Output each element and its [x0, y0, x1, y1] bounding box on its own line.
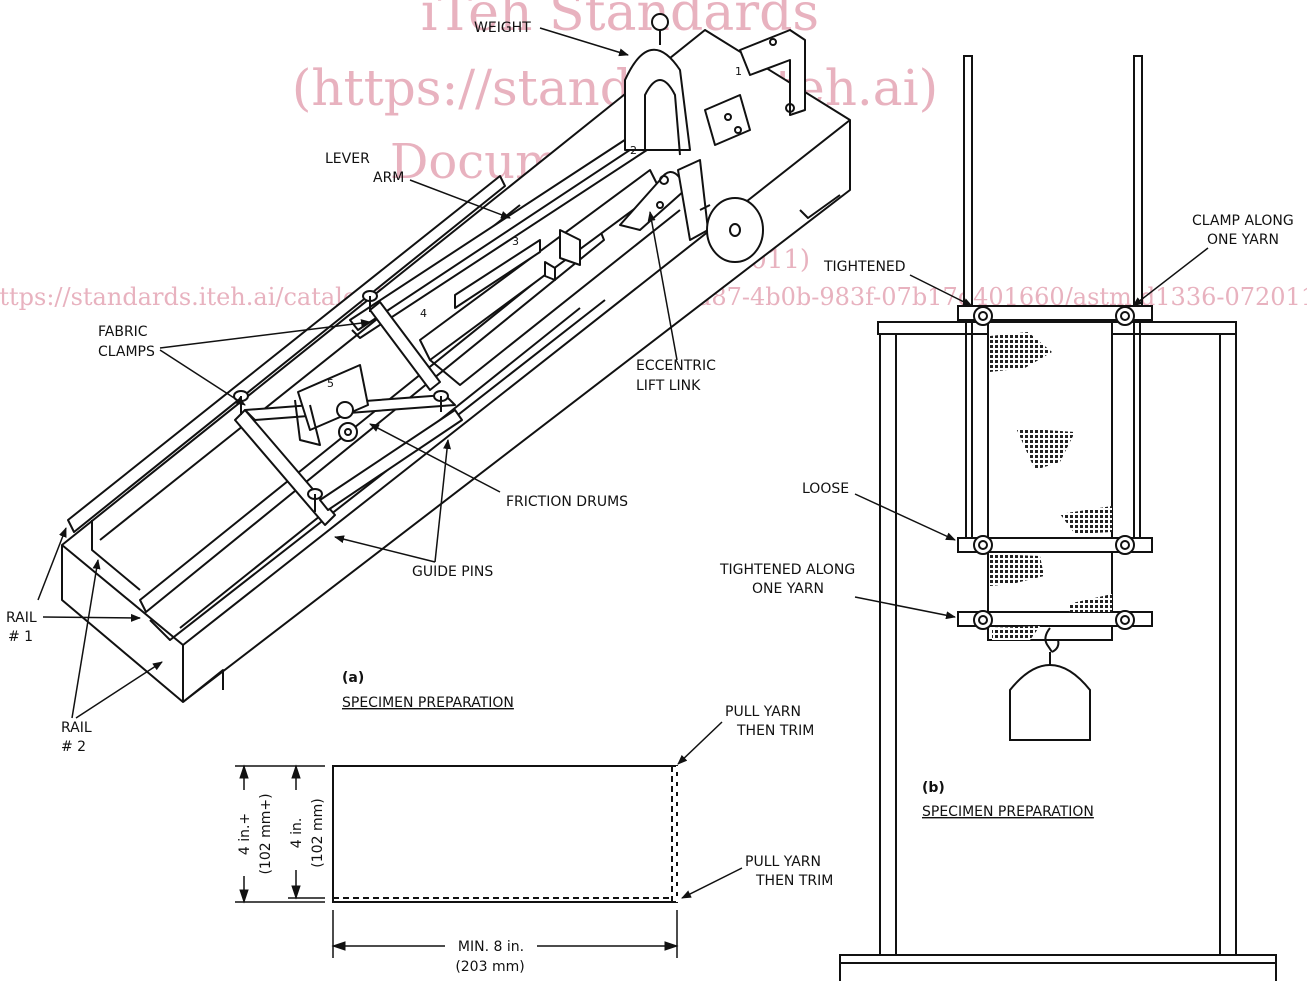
label-pull-top-2: THEN TRIM — [736, 723, 814, 739]
label-tightened: TIGHTENED — [823, 259, 906, 275]
dim-width-2: (203 mm) — [455, 959, 524, 975]
labels-a: WEIGHT LEVER ARM FABRIC CLAMPS ECCENTRIC… — [6, 20, 716, 755]
hanging-frame — [839, 55, 1277, 981]
label-rail-2: RAIL — [61, 720, 92, 736]
leader-lines-a — [37, 27, 678, 719]
label-eccentric-2: LIFT LINK — [636, 378, 701, 394]
label-tightened-along-1: TIGHTENED ALONG — [719, 562, 855, 578]
label-lever: LEVER — [325, 151, 370, 167]
label-rail-1: RAIL — [6, 610, 37, 626]
label-pull-bottom-1: PULL YARN — [745, 854, 821, 870]
label-fabric-clamps-1: FABRIC — [98, 324, 148, 340]
specimen-labels: 4 in.+ (102 mm+) 4 in. (102 mm) MIN. 8 i… — [230, 704, 833, 975]
dim-outer-2: (102 mm+) — [258, 793, 274, 874]
label-fabric-clamps-2: CLAMPS — [98, 344, 155, 360]
specimen-diagram — [235, 721, 743, 958]
abrasion-patches — [990, 332, 1112, 640]
label-pull-top-1: PULL YARN — [725, 704, 801, 720]
label-friction-drums: FRICTION DRUMS — [506, 494, 628, 510]
label-arm: ARM — [373, 170, 404, 186]
caption-b: (b) — [922, 780, 945, 796]
label-eccentric-1: ECCENTRIC — [636, 358, 716, 374]
dim-inner-1: 4 in. — [289, 818, 305, 849]
scale-mark-5: 5 — [327, 377, 334, 390]
caption-a: (a) — [342, 670, 364, 686]
subcaption-a: SPECIMEN PREPARATION — [342, 695, 514, 711]
label-weight: WEIGHT — [474, 20, 531, 36]
scale-mark-2: 2 — [630, 144, 637, 157]
scale-mark-1: 1 — [735, 65, 742, 78]
labels-b: TIGHTENED CLAMP ALONG ONE YARN LOOSE TIG… — [719, 213, 1294, 820]
label-guide-pins: GUIDE PINS — [412, 564, 493, 580]
leader-lines-b — [854, 247, 1209, 620]
label-loose: LOOSE — [802, 481, 849, 497]
dim-width-1: MIN. 8 in. — [458, 939, 524, 955]
scale-mark-3: 3 — [512, 235, 519, 248]
label-clamp-along-1: CLAMP ALONG — [1192, 213, 1294, 229]
subcaption-b: SPECIMEN PREPARATION — [922, 804, 1094, 820]
label-pull-bottom-2: THEN TRIM — [755, 873, 833, 889]
dim-outer-1: 4 in.+ — [237, 813, 253, 855]
label-tightened-along-2: ONE YARN — [752, 581, 824, 597]
scale-mark-4: 4 — [420, 307, 427, 320]
dim-inner-2: (102 mm) — [310, 798, 326, 867]
label-rail-1-num: # 1 — [8, 629, 33, 645]
abrasion-apparatus — [61, 13, 851, 703]
label-rail-2-num: # 2 — [61, 739, 86, 755]
watermark-line-1: iTeh Standards — [421, 0, 819, 43]
label-clamp-along-2: ONE YARN — [1207, 232, 1279, 248]
lever-scale-marks: 1 2 3 4 5 — [327, 65, 742, 390]
